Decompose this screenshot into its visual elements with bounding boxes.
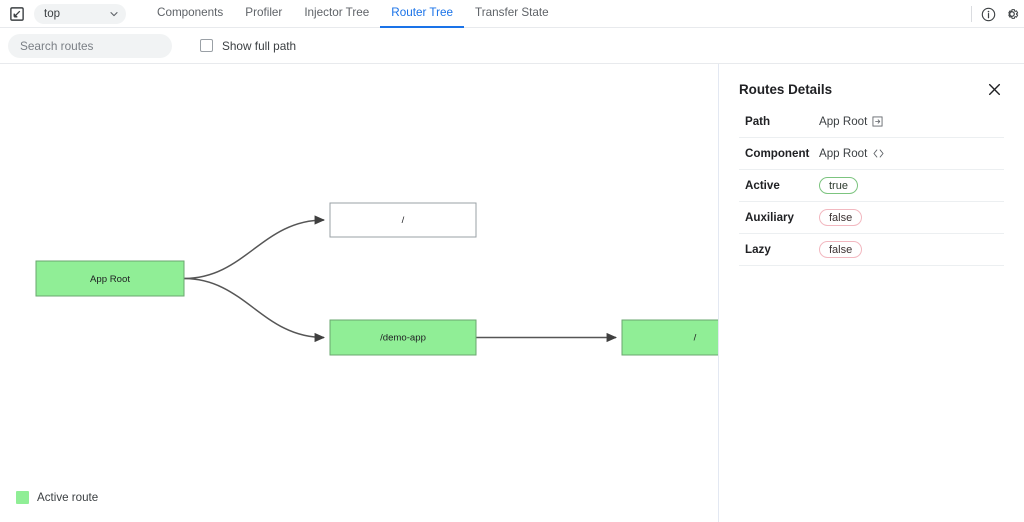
top-toolbar: top Components Profiler Injector Tree Ro…: [0, 0, 1024, 28]
close-icon[interactable]: [984, 79, 1004, 99]
routes-details-panel: Routes Details Path App Root: [719, 64, 1024, 522]
node-label-demo-app: /demo-app: [380, 333, 426, 344]
detail-value-auxiliary: false: [819, 209, 863, 226]
show-full-path-toggle[interactable]: Show full path: [200, 39, 296, 53]
chevron-down-icon: [108, 8, 120, 20]
detail-key-component: Component: [745, 147, 810, 160]
graph-node-demo-app[interactable]: /demo-app: [329, 319, 477, 356]
routes-details-title: Routes Details: [739, 81, 833, 97]
filter-bar: Show full path: [0, 28, 1024, 64]
tab-profiler[interactable]: Profiler: [245, 6, 283, 19]
graph-node-root-slash[interactable]: /: [329, 202, 477, 238]
detail-value-component: App Root: [819, 147, 885, 160]
gear-icon[interactable]: [1000, 2, 1024, 26]
node-label-root-slash: /: [402, 215, 405, 226]
router-graph-canvas[interactable]: App Root / /demo-app /: [0, 64, 718, 522]
info-icon[interactable]: [976, 2, 1000, 26]
detail-value-path-text: App Root: [819, 115, 868, 128]
show-full-path-checkbox[interactable]: [200, 39, 213, 52]
status-badge-active: true: [819, 177, 858, 194]
tab-bar: Components Profiler Injector Tree Router…: [146, 0, 560, 28]
detail-row-active: Active true: [739, 170, 1004, 202]
node-label-demo-slash: /: [694, 333, 697, 344]
detail-row-auxiliary: Auxiliary false: [739, 202, 1004, 234]
routes-details-header: Routes Details: [739, 64, 1004, 106]
code-brackets-icon[interactable]: [872, 148, 885, 159]
tab-injector-tree[interactable]: Injector Tree: [304, 6, 370, 19]
tab-router-tree[interactable]: Router Tree: [380, 0, 464, 28]
detail-value-lazy: false: [819, 241, 863, 258]
edge-app-root-to-demo-app: [183, 277, 326, 343]
status-badge-lazy: false: [819, 241, 863, 258]
detail-row-component: Component App Root: [739, 138, 1004, 170]
detail-row-lazy: Lazy false: [739, 234, 1004, 266]
graph-legend: Active route: [16, 491, 98, 504]
search-input[interactable]: [8, 33, 172, 58]
legend-active-route-label: Active route: [37, 491, 99, 504]
frame-selector[interactable]: top: [34, 3, 126, 24]
panel-divider: [718, 64, 719, 522]
router-graph: App Root / /demo-app /: [35, 202, 718, 356]
legend-active-route-swatch: [16, 491, 29, 504]
detail-key-active: Active: [745, 179, 780, 192]
tab-components[interactable]: Components: [157, 6, 224, 19]
detail-value-active: true: [819, 177, 858, 194]
node-label-app-root: App Root: [90, 274, 130, 285]
frame-selector-value: top: [44, 7, 60, 20]
status-badge-auxiliary: false: [819, 209, 863, 226]
detail-value-component-text: App Root: [819, 147, 868, 160]
toolbar-divider: [971, 6, 972, 22]
detail-row-path: Path App Root: [739, 106, 1004, 138]
graph-node-app-root[interactable]: App Root: [35, 260, 185, 297]
inspect-element-icon[interactable]: [4, 1, 30, 27]
detail-key-auxiliary: Auxiliary: [745, 211, 794, 224]
graph-node-demo-slash[interactable]: /: [621, 319, 718, 356]
graph-edges: [183, 215, 618, 343]
edge-app-root-to-root-slash: [183, 215, 326, 280]
detail-key-lazy: Lazy: [745, 243, 771, 256]
show-full-path-label: Show full path: [222, 38, 297, 53]
detail-key-path: Path: [745, 115, 771, 128]
detail-value-path: App Root: [819, 115, 883, 128]
tab-transfer-state[interactable]: Transfer State: [475, 6, 549, 19]
routes-details-table: Path App Root Component App Root: [739, 106, 1004, 266]
open-in-editor-icon[interactable]: [872, 116, 883, 127]
toolbar-actions: [971, 0, 1024, 28]
